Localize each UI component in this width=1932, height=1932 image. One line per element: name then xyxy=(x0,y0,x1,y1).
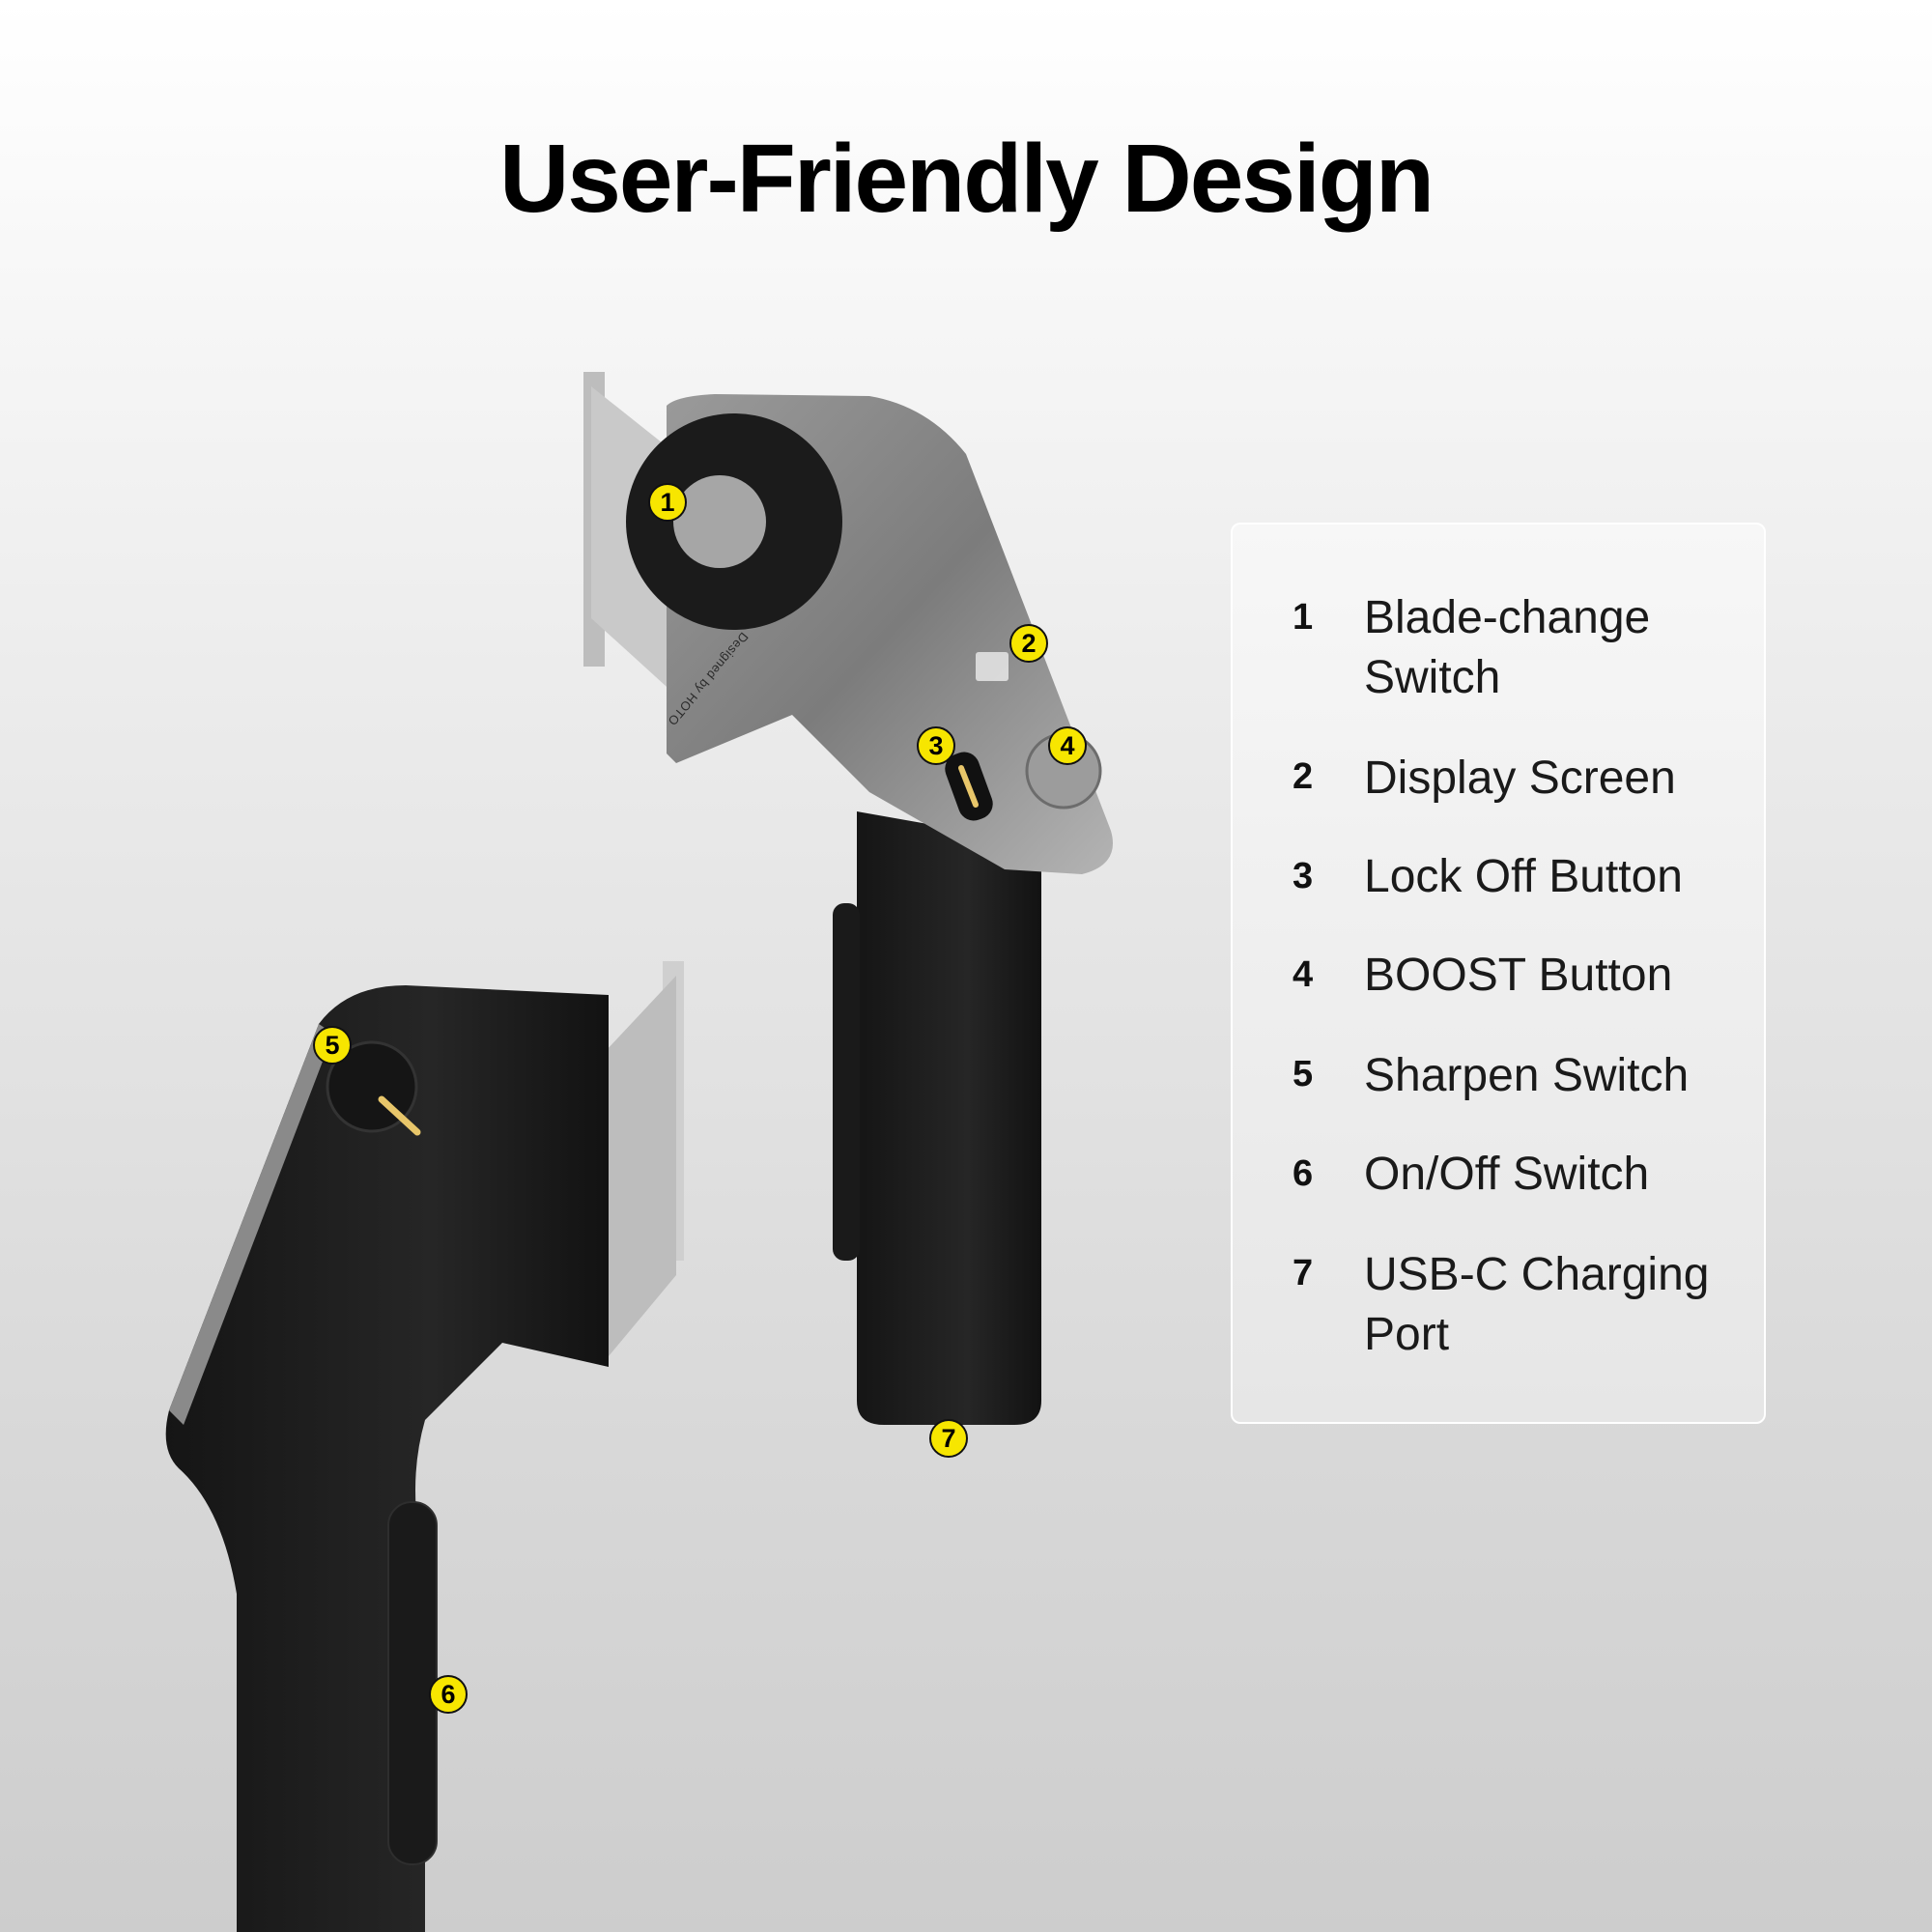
callout-badge-6: 6 xyxy=(429,1675,468,1714)
on-off-switch xyxy=(387,1501,438,1865)
callout-badge-4: 4 xyxy=(1048,726,1087,765)
page-title: User-Friendly Design xyxy=(499,125,1435,233)
lower-device xyxy=(165,961,684,1932)
callout-badge-2: 2 xyxy=(1009,624,1048,663)
callout-badge-1: 1 xyxy=(648,483,687,522)
callout-badge-5: 5 xyxy=(313,1026,352,1065)
handle xyxy=(857,811,1041,1425)
legend-number: 4 xyxy=(1293,954,1314,995)
legend-label: Sharpen Switch xyxy=(1364,1050,1690,1101)
legend-number: 1 xyxy=(1293,597,1314,638)
legend-label: On/Off Switch xyxy=(1364,1149,1650,1200)
callout-badge-7: 7 xyxy=(929,1419,968,1458)
legend-number: 3 xyxy=(1293,856,1314,896)
callout-badge-3: 3 xyxy=(917,726,955,765)
legend-label: Display Screen xyxy=(1364,753,1676,804)
display-screen xyxy=(976,652,1009,681)
upper-device xyxy=(583,372,1113,1425)
legend-panel: 1 Blade-change Switch 2 Display Screen 3… xyxy=(1231,523,1766,1424)
legend-number: 2 xyxy=(1293,756,1314,797)
legend-label: Blade-change Switch xyxy=(1364,592,1651,703)
legend-number: 5 xyxy=(1293,1054,1314,1094)
side-switch xyxy=(833,903,860,1261)
legend-label: USB-C Charging Port xyxy=(1364,1249,1710,1360)
legend-number: 6 xyxy=(1293,1153,1314,1194)
legend-label: BOOST Button xyxy=(1364,950,1673,1001)
legend-label: Lock Off Button xyxy=(1364,851,1683,902)
legend-number: 7 xyxy=(1293,1253,1314,1293)
lower-handle xyxy=(165,985,609,1932)
